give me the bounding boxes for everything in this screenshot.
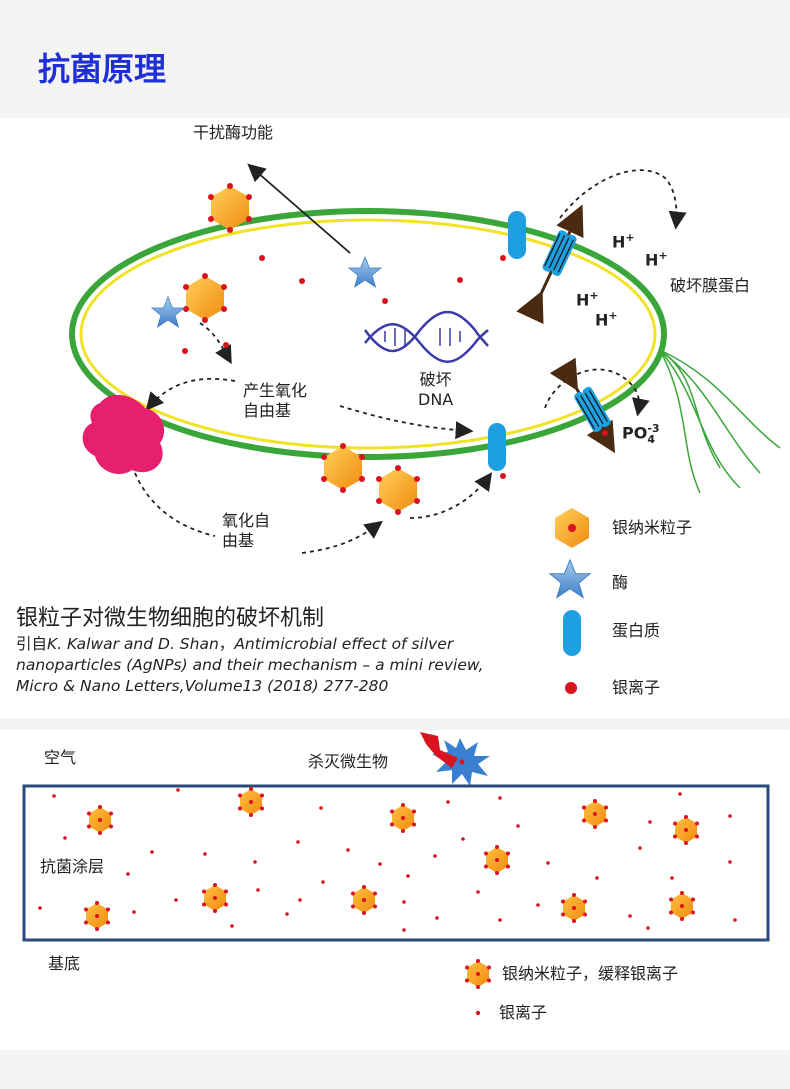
label-h-plus: H+ xyxy=(576,289,599,310)
figure-caption: 银粒子对微生物细胞的破坏机制 xyxy=(16,606,325,631)
silver-ions xyxy=(182,255,608,479)
damaged-protein-blob xyxy=(82,394,165,475)
lightning-icon xyxy=(420,732,458,768)
silver-ion-icon xyxy=(565,682,577,694)
enzyme-star-icon xyxy=(549,559,591,598)
enzyme-star-icon xyxy=(348,256,382,288)
coating-silver-ions xyxy=(38,788,737,932)
coating-diagram xyxy=(22,732,770,1016)
silver-ion-icon xyxy=(475,1010,481,1016)
cell-diagram xyxy=(69,163,781,694)
legend-label-particle: 银纳米粒子，缓释银离子 xyxy=(502,964,679,983)
silver-ion-icon xyxy=(568,524,576,532)
label-membrane-protein: 破坏膜蛋白 xyxy=(670,276,751,295)
flagella xyxy=(659,349,781,494)
citation: 引自K. Kalwar and D. Shan，Antimicrobial ef… xyxy=(16,635,484,695)
label-oxidation-radicals-2: 氧化自由基 xyxy=(222,511,271,550)
protein-icon xyxy=(488,423,506,471)
silver-nanoparticle-icon xyxy=(208,183,252,233)
label-h-plus: H+ xyxy=(645,249,668,270)
label-substrate: 基底 xyxy=(48,954,81,973)
label-enzyme-function: 干扰酶功能 xyxy=(193,123,274,142)
legend-label: 银纳米粒子 xyxy=(612,518,693,537)
silver-nanoparticle-icon xyxy=(465,959,491,989)
legend-label: 蛋白质 xyxy=(612,621,661,640)
label-kill-microbes: 杀灭微生物 xyxy=(308,752,389,771)
label-air: 空气 xyxy=(44,748,77,767)
coating-layer xyxy=(22,784,770,942)
dna-helix-icon xyxy=(363,310,489,363)
legend-label: 银离子 xyxy=(612,678,661,697)
silver-nanoparticle-icon xyxy=(183,273,227,323)
label-h-plus: H+ xyxy=(595,309,618,330)
label-h-plus: H+ xyxy=(612,231,635,252)
legend-label-ion: 银离子 xyxy=(499,1003,548,1022)
cell-membrane-inner xyxy=(79,218,657,450)
protein-icon xyxy=(508,211,526,259)
cell-membrane-outer xyxy=(69,208,667,460)
label-oxidation-radicals-1: 产生氧化自由基 xyxy=(243,381,308,420)
enzyme-star-icon xyxy=(151,296,185,328)
label-antibacterial-coating: 抗菌涂层 xyxy=(40,857,105,876)
protein-icon xyxy=(563,610,581,656)
silver-nanoparticle-icon xyxy=(376,465,420,515)
coating-panel: 空气 杀灭微生物 抗菌涂层 基底 银纳米粒子，缓释银离子 银离子 xyxy=(0,730,790,1050)
silver-nanoparticle-icon xyxy=(321,443,365,493)
legend-label: 酶 xyxy=(612,573,629,592)
page-title: 抗菌原理 xyxy=(38,50,167,88)
